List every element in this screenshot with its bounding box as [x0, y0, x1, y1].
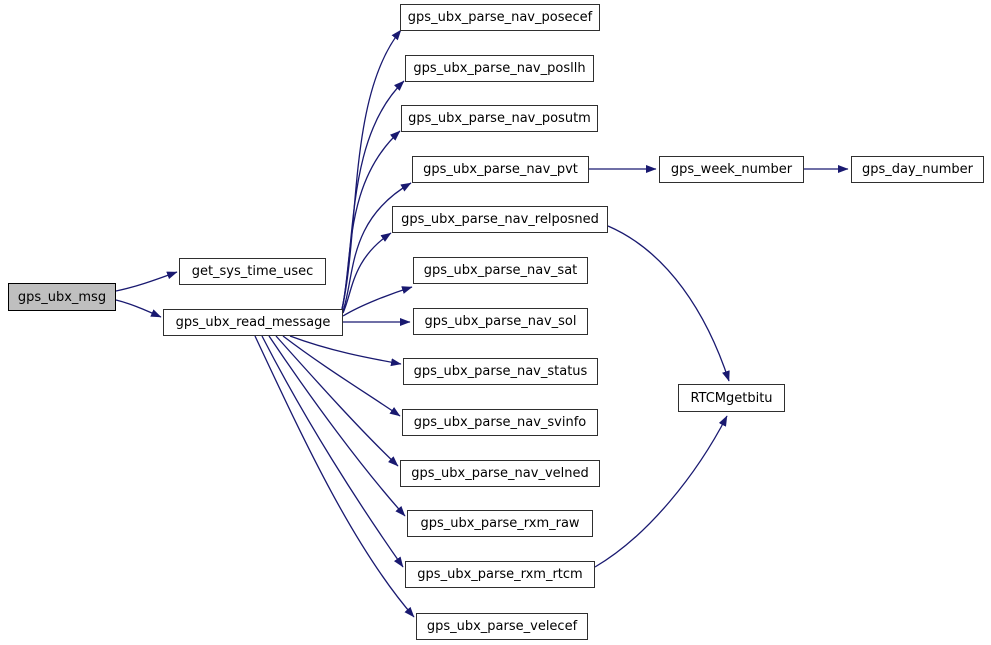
node-gps-ubx-parse-nav-posutm[interactable]: gps_ubx_parse_nav_posutm	[401, 105, 598, 132]
edge-read-message-to-parse-nav-status	[289, 335, 402, 367]
node-gps-day-number[interactable]: gps_day_number	[851, 156, 984, 183]
edge-read-message-to-parse-velecef	[254, 335, 415, 618]
node-gps-ubx-parse-nav-relposned[interactable]: gps_ubx_parse_nav_relposned	[392, 206, 608, 233]
edge-read-message-to-parse-nav-pvt	[342, 182, 412, 312]
edge-read-message-to-parse-nav-relposned	[342, 232, 392, 314]
node-gps-ubx-parse-nav-sol[interactable]: gps_ubx_parse_nav_sol	[413, 308, 588, 335]
node-gps-ubx-parse-nav-sat[interactable]: gps_ubx_parse_nav_sat	[413, 257, 588, 284]
edge-gps-ubx-msg-to-get-sys-time-usec	[115, 271, 178, 292]
node-gps-ubx-parse-nav-posecef[interactable]: gps_ubx_parse_nav_posecef	[400, 4, 600, 31]
node-rtcmgetbitu[interactable]: RTCMgetbitu	[678, 384, 785, 412]
edge-read-message-to-parse-nav-sat	[342, 286, 413, 317]
edge-read-message-to-parse-nav-velned	[275, 335, 399, 467]
edge-read-message-to-parse-nav-svinfo	[282, 335, 401, 417]
node-gps-ubx-parse-nav-status[interactable]: gps_ubx_parse_nav_status	[403, 358, 598, 385]
node-get-sys-time-usec[interactable]: get_sys_time_usec	[179, 258, 326, 285]
edge-parse-rxm-rtcm-to-rtcmgetbitu	[594, 415, 728, 568]
node-gps-ubx-parse-nav-svinfo[interactable]: gps_ubx_parse_nav_svinfo	[402, 409, 598, 436]
edge-read-message-to-parse-nav-posutm	[341, 130, 401, 311]
node-gps-ubx-parse-rxm-raw[interactable]: gps_ubx_parse_rxm_raw	[407, 510, 593, 537]
node-gps-ubx-parse-nav-posllh[interactable]: gps_ubx_parse_nav_posllh	[405, 55, 594, 82]
node-gps-ubx-read-message[interactable]: gps_ubx_read_message	[163, 309, 343, 336]
edge-parse-nav-relposned-to-rtcmgetbitu	[607, 225, 730, 382]
edge-read-message-to-parse-rxm-rtcm	[261, 335, 404, 568]
node-gps-ubx-parse-velecef[interactable]: gps_ubx_parse_velecef	[416, 613, 588, 640]
node-gps-week-number[interactable]: gps_week_number	[659, 156, 804, 183]
node-gps-ubx-parse-nav-velned[interactable]: gps_ubx_parse_nav_velned	[400, 460, 600, 487]
node-gps-ubx-parse-nav-pvt[interactable]: gps_ubx_parse_nav_pvt	[412, 156, 589, 183]
node-gps-ubx-parse-rxm-rtcm[interactable]: gps_ubx_parse_rxm_rtcm	[405, 561, 595, 588]
edge-read-message-to-parse-rxm-raw	[268, 335, 406, 517]
edge-gps-ubx-msg-to-gps-ubx-read-message	[115, 299, 162, 318]
node-gps-ubx-msg[interactable]: gps_ubx_msg	[8, 283, 116, 311]
